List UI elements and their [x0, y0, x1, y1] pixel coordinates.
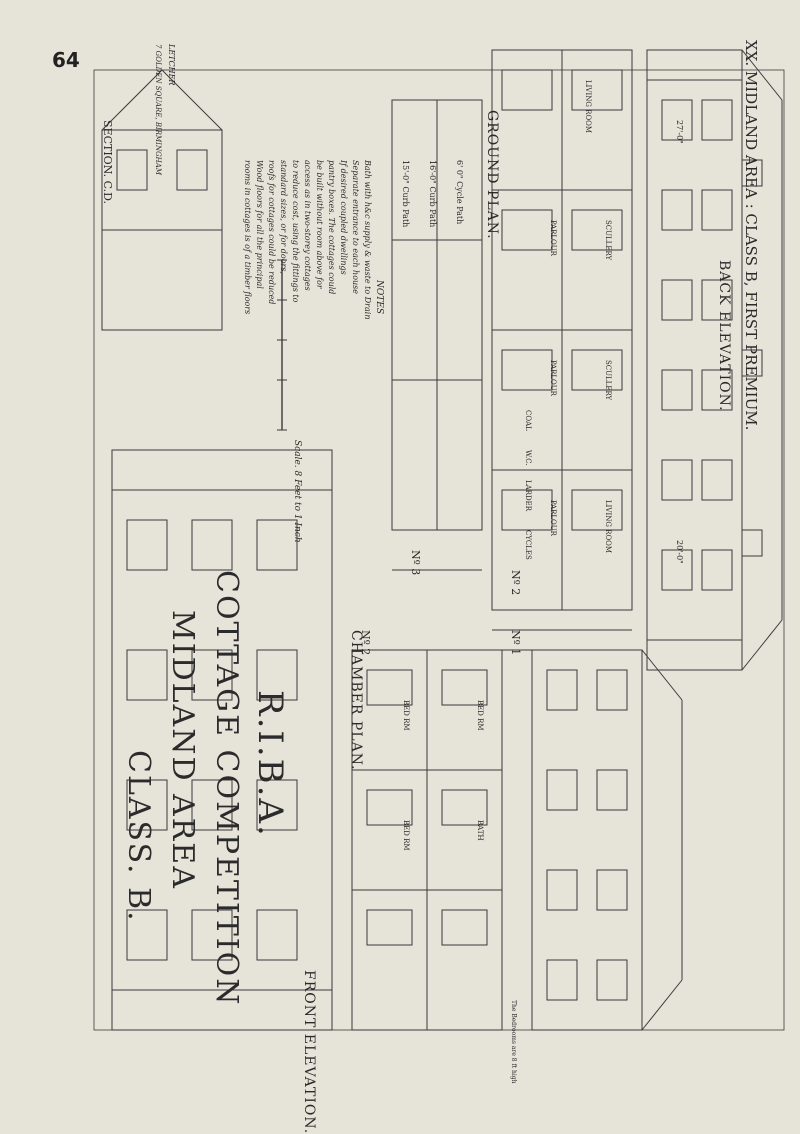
drawing-linework — [93, 49, 785, 1031]
note-line: be built without room above for — [315, 160, 324, 289]
dim-20: 20'-0" — [675, 540, 684, 564]
note-line: access as in two-storey cottages — [303, 160, 312, 291]
title-class: CLASS. B. — [121, 750, 156, 923]
page-number: 64 — [52, 48, 80, 72]
room-parlour-2: PARLOUR — [549, 360, 557, 396]
back-elevation-drawing — [646, 49, 783, 671]
note-line: If desired coupled dwellings — [339, 160, 348, 275]
note-line: Wood floors for all the principal — [255, 160, 264, 289]
back-elevation-label: BACK ELEVATION. — [716, 260, 732, 412]
note-line: pantry boxes. The cottages could — [327, 160, 336, 295]
roadway-3: 15'-0" Curb Path — [401, 160, 410, 228]
room-larder: LARDER — [524, 480, 532, 511]
bedroom-note: The Bedrooms are 8 ft high — [510, 1000, 517, 1084]
front-elevation-label: FRONT ELEVATION. — [301, 970, 317, 1134]
note-line: standard sizes, or for doors, — [279, 160, 288, 274]
house-no-2: Nº 2 — [509, 570, 522, 596]
scale-bar — [277, 259, 287, 431]
section-label: SECTION. C.D. — [101, 120, 114, 205]
room-bed-2: BED RM — [402, 820, 410, 851]
room-bed-3: BED RM — [476, 700, 484, 731]
chamber-plan-drawing — [351, 649, 503, 1031]
room-scullery-1: SCULLERY — [604, 220, 612, 261]
note-line: Separate entrance to each house — [351, 160, 360, 295]
plate-title: XX. MIDLAND AREA : CLASS B, FIRST PREMIU… — [742, 40, 760, 431]
note-line: rooms in cottages is of a timber floors — [243, 160, 252, 315]
room-bed-1: BED RM — [402, 700, 410, 731]
room-living-2: LIVING ROOM — [584, 80, 592, 134]
title-riba: R.I.B.A. — [250, 690, 290, 838]
room-parlour-3: PARLOUR — [549, 500, 557, 536]
room-bath: BATH — [476, 820, 484, 841]
section-cd-drawing — [101, 69, 223, 331]
room-parlour-1: PARLOUR — [549, 220, 557, 256]
letterer-address: 7 GOLDEN SQUARE, BIRMINGHAM — [154, 44, 162, 175]
ground-plan-drawing — [491, 49, 633, 651]
ground-plan-label: GROUND PLAN. — [484, 110, 500, 240]
title-midland-area: MIDLAND AREA — [165, 610, 200, 890]
notes-title: NOTES — [374, 280, 384, 314]
dim-27: 27'-0" — [675, 120, 684, 144]
note-line: roofs for cottages could be reduced — [267, 160, 276, 305]
house-no-3: Nº 3 — [409, 550, 422, 576]
front-elevation-drawing — [531, 649, 683, 1031]
architectural-plate: XX. MIDLAND AREA : CLASS B, FIRST PREMIU… — [92, 10, 792, 1134]
room-coal: COAL — [524, 410, 532, 431]
yard-plan-drawing — [391, 99, 483, 571]
note-line: Bath with h&c supply & waste to Drain — [363, 160, 372, 320]
house-no-2-alt: Nº 2 — [359, 630, 372, 656]
room-living-1: LIVING ROOM — [604, 500, 612, 554]
roadway-1: 6' 0" Cycle Path — [455, 160, 464, 225]
scale-label: Scale. 8 Feet to 1 Inch — [292, 440, 302, 543]
letterer-name: LETCHER — [167, 44, 176, 86]
room-cycles: CYCLES — [524, 530, 532, 560]
lower-elevation-band — [111, 449, 333, 1031]
room-scullery-2: SCULLERY — [604, 360, 612, 401]
roadway-2: 16'-0" Curb Path — [428, 160, 437, 228]
room-wc: W.C. — [524, 450, 532, 466]
note-line: to reduce cost, using the fittings to — [291, 160, 300, 303]
title-cottage-competition: COTTAGE COMPETITION — [209, 570, 244, 1007]
house-no-1: Nº 1 — [509, 630, 522, 656]
